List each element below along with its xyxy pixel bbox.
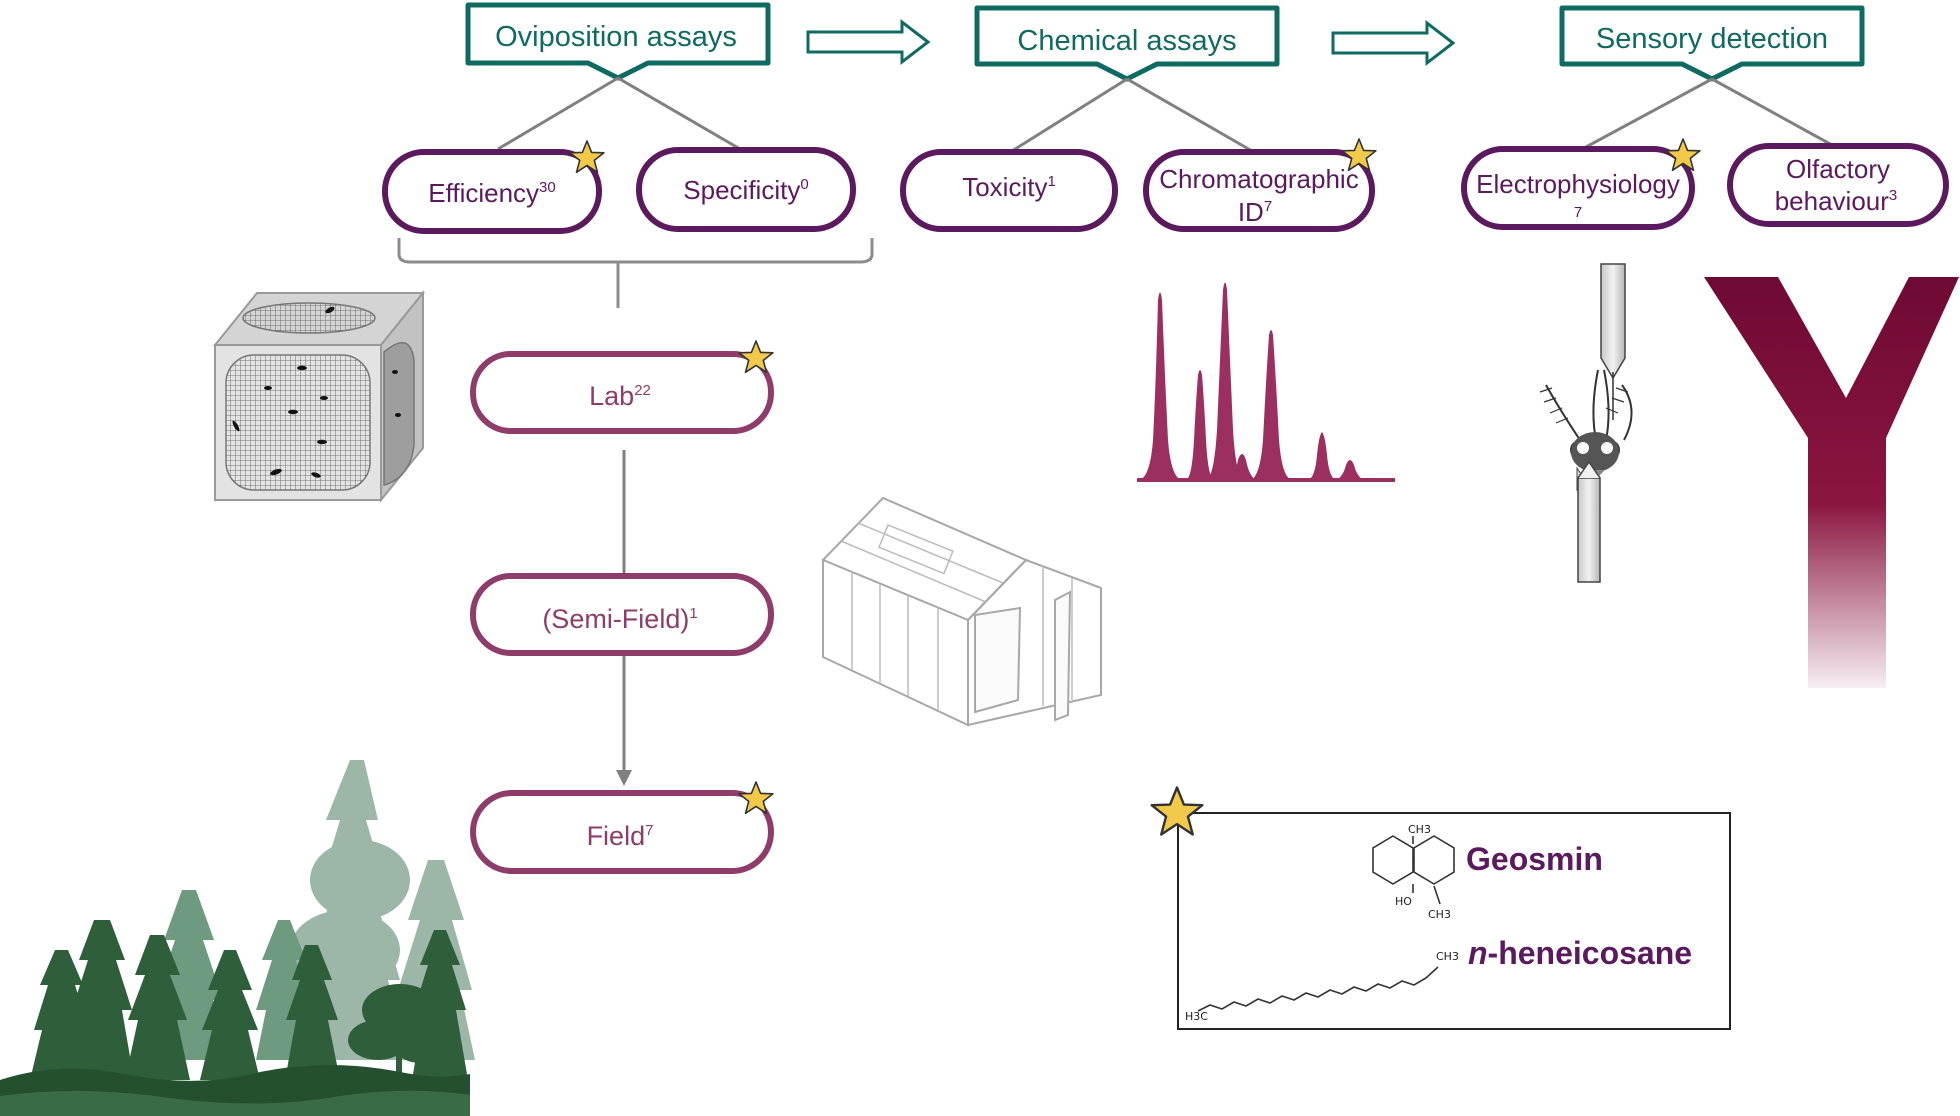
specificity-count: 0	[800, 176, 808, 193]
chromatogram-icon	[1137, 282, 1395, 482]
olfactory-label-line2: behaviour	[1775, 186, 1890, 216]
pill-efficiency[interactable]: Efficiency30	[382, 140, 605, 234]
geosmin-name: Geosmin	[1466, 841, 1603, 877]
electrophysiology-count: 7	[1574, 204, 1582, 221]
pill-toxicity[interactable]: Toxicity1	[900, 149, 1118, 232]
y-maze-icon	[1704, 277, 1959, 688]
settings-arrow-head	[616, 770, 632, 786]
pill-chromatographic[interactable]: Chromatographic ID7	[1143, 138, 1377, 232]
pill-field[interactable]: Field7	[470, 781, 774, 874]
heneicosane-prefix: n	[1468, 935, 1488, 971]
heneicosane-label-ch3: CH3	[1436, 950, 1459, 963]
semi-field-count: 1	[689, 605, 697, 622]
specificity-label: Specificity	[683, 175, 800, 205]
header-oviposition-label: Oviposition assays	[495, 21, 737, 53]
geosmin-label-ch3-bottom: CH3	[1428, 908, 1451, 921]
olfactory-label-line1: Olfactory	[1786, 154, 1890, 184]
lab-count: 22	[634, 382, 651, 399]
header-sensory-label: Sensory detection	[1596, 23, 1828, 55]
svg-text:ID7: ID7	[1238, 197, 1272, 227]
chromatographic-label-line2: ID	[1238, 197, 1264, 227]
olfactory-count: 3	[1889, 187, 1897, 204]
geosmin-label-ch3-top: CH3	[1408, 823, 1431, 836]
toxicity-count: 1	[1047, 173, 1055, 190]
pill-electrophysiology[interactable]: Electrophysiology 7	[1461, 138, 1701, 230]
svg-text:Lab22: Lab22	[589, 381, 651, 411]
pill-specificity[interactable]: Specificity0	[636, 147, 856, 232]
header-connectors	[497, 76, 1833, 153]
pill-olfactory[interactable]: Olfactory behaviour3	[1727, 143, 1949, 227]
semi-field-label: (Semi-Field)	[542, 604, 689, 634]
legend-box: CH3 HO CH3 Geosmin CH3 H3C n-heneicosane	[1150, 786, 1731, 1030]
svg-text:Specificity0: Specificity0	[683, 175, 808, 205]
electrophysiology-icon	[1539, 263, 1633, 583]
header-oviposition: Oviposition assays	[465, 2, 771, 81]
cage-icon	[212, 290, 426, 503]
svg-text:(Semi-Field)1: (Semi-Field)1	[542, 604, 697, 634]
header-sensory: Sensory detection	[1559, 5, 1865, 82]
forest-icon	[0, 760, 475, 1116]
svg-text:n-heneicosane: n-heneicosane	[1468, 935, 1692, 971]
svg-text:Efficiency30: Efficiency30	[428, 178, 555, 208]
electrophysiology-label: Electrophysiology	[1476, 169, 1680, 199]
flow-arrow-2	[1331, 19, 1456, 67]
chromatographic-count: 7	[1264, 198, 1272, 215]
chromatographic-label-line1: Chromatographic	[1159, 164, 1358, 194]
header-chemical: Chemical assays	[974, 5, 1280, 82]
field-label: Field	[587, 821, 646, 851]
svg-text:Toxicity1: Toxicity1	[962, 172, 1056, 202]
greenhouse-icon	[821, 496, 1102, 727]
heneicosane-structure-icon	[1197, 966, 1439, 1012]
toxicity-label: Toxicity	[962, 172, 1047, 202]
header-chemical-label: Chemical assays	[1017, 25, 1236, 57]
efficiency-label: Efficiency	[428, 178, 539, 208]
pill-lab[interactable]: Lab22	[470, 340, 774, 434]
geosmin-label-ho: HO	[1395, 895, 1412, 908]
svg-text:behaviour3: behaviour3	[1775, 186, 1898, 216]
heneicosane-label-h3c: H3C	[1185, 1010, 1208, 1023]
lab-label: Lab	[589, 381, 634, 411]
field-count: 7	[645, 822, 653, 839]
pill-semi-field[interactable]: (Semi-Field)1	[470, 573, 774, 656]
geosmin-structure-icon	[1372, 835, 1455, 905]
heneicosane-name: -heneicosane	[1488, 935, 1693, 971]
group-brace	[397, 238, 874, 308]
efficiency-count: 30	[539, 179, 556, 196]
flow-arrow-1	[806, 18, 931, 66]
svg-text:Field7: Field7	[587, 821, 654, 851]
